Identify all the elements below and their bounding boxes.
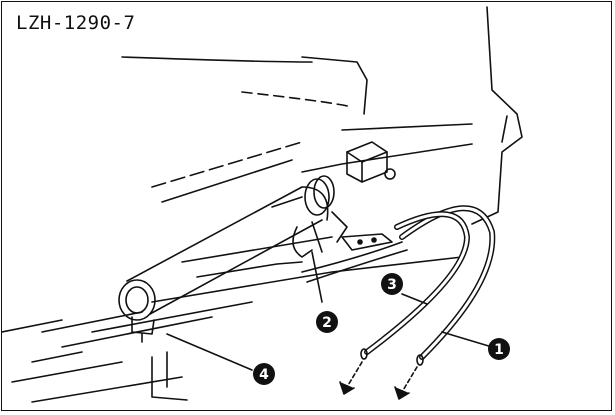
top-block [346, 141, 396, 183]
svg-text:3: 3 [387, 277, 397, 293]
leader-3 [401, 293, 428, 305]
outflow-arrow-left [339, 361, 363, 395]
callout-3: 3 [381, 273, 403, 295]
drain-fitting [131, 316, 155, 343]
mounting-bracket [341, 233, 393, 251]
leader-4 [166, 333, 253, 371]
machine-bed [2, 6, 523, 403]
clamp-fitting [292, 211, 348, 258]
callout-2: 2 [316, 311, 338, 333]
svg-text:2: 2 [322, 315, 332, 331]
leader-2 [311, 251, 323, 303]
callout-1: 1 [488, 338, 510, 360]
callout-4: 4 [253, 363, 275, 385]
leader-1 [441, 331, 493, 348]
svg-text:1: 1 [494, 342, 504, 358]
outflow-arrow-right [394, 366, 418, 400]
model-label: LZH-1290-7 [16, 12, 136, 34]
svg-text:4: 4 [259, 367, 269, 383]
tube-1 [399, 205, 496, 366]
tube-3 [360, 211, 470, 360]
